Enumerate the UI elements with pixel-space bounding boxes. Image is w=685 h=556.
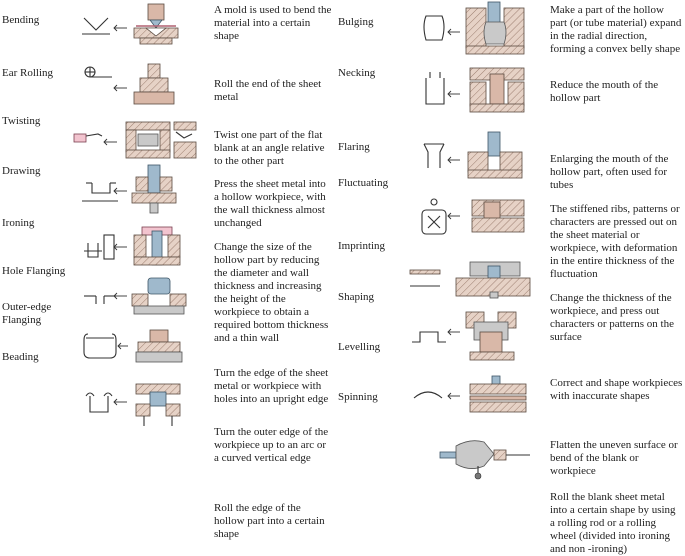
desc-hole-flanging: Turn the edge of the sheet metal or work… [214,367,329,405]
term-necking: Necking [338,67,376,79]
desc-bending: A mold is used to bend the material into… [214,4,332,42]
desc-beading: Roll the edge of the hollow part into a … [214,502,325,540]
desc-drawing: Press the sheet metal into a hollow work… [214,178,326,229]
term-levelling: Levelling [338,341,381,353]
beading-die-icon [85,383,181,426]
term-drawing: Drawing [2,165,41,177]
term-imprinting: Imprinting [338,240,386,252]
desc-imprinting: Change the thickness of the workpiece, a… [550,292,674,343]
desc-ear-rolling: Roll the end of the sheet metal [214,78,322,103]
term-ironing: Ironing [2,217,35,229]
desc-spinning: Roll the blank sheet metal into a certai… [550,491,676,555]
desc-necking: Reduce the mouth of the hollow part [550,79,659,104]
desc-fluctuating: The stiffened ribs, patterns or characte… [550,203,680,280]
ironing-die-icon [84,226,181,266]
term-beading: Beading [2,351,39,363]
term-ear-rolling: Ear Rolling [2,67,54,79]
necking-die-icon [425,67,525,113]
shaping-die-icon [412,311,517,361]
term-outer-edge-flanging: Outer-edge Flanging [2,301,52,326]
term-hole-flanging: Hole Flanging [2,265,66,277]
term-fluctuating: Fluctuating [338,177,389,189]
term-twisting: Twisting [2,115,41,127]
term-bulging: Bulging [338,16,374,28]
desc-flaring: Enlarging the mouth of the hollow part, … [550,153,669,191]
imprinting-die-icon [409,261,531,299]
drawing-die-icon [82,164,177,214]
flaring-die-icon [423,131,523,179]
bulging-die-icon [423,1,525,55]
twisting-die-icon [73,121,197,159]
desc-outer-edge-flanging: Turn the outer edge of the workpiece up … [214,426,329,464]
ear-rolling-die-icon [84,63,175,105]
spinning-tool-icon [439,440,530,480]
term-shaping: Shaping [338,291,375,303]
hole-flanging-die-icon [84,277,187,315]
desc-twisting: Twist one part of the flat blank at an a… [214,129,325,167]
term-bending: Bending [2,14,40,26]
term-flaring: Flaring [338,141,370,153]
outer-edge-flanging-die-icon [83,329,183,363]
bending-die-icon [82,3,179,45]
desc-ironing: Change the size of the hollow part by re… [214,241,329,344]
desc-bulging: Make a part of the hollow part (or tube … [550,4,682,55]
desc-levelling: Flatten the uneven surface or bend of th… [550,439,678,477]
levelling-die-icon [413,375,527,413]
fluctuating-die-icon [421,198,525,235]
term-spinning: Spinning [338,391,378,403]
desc-shaping: Correct and shape workpieces with inaccu… [550,377,683,402]
